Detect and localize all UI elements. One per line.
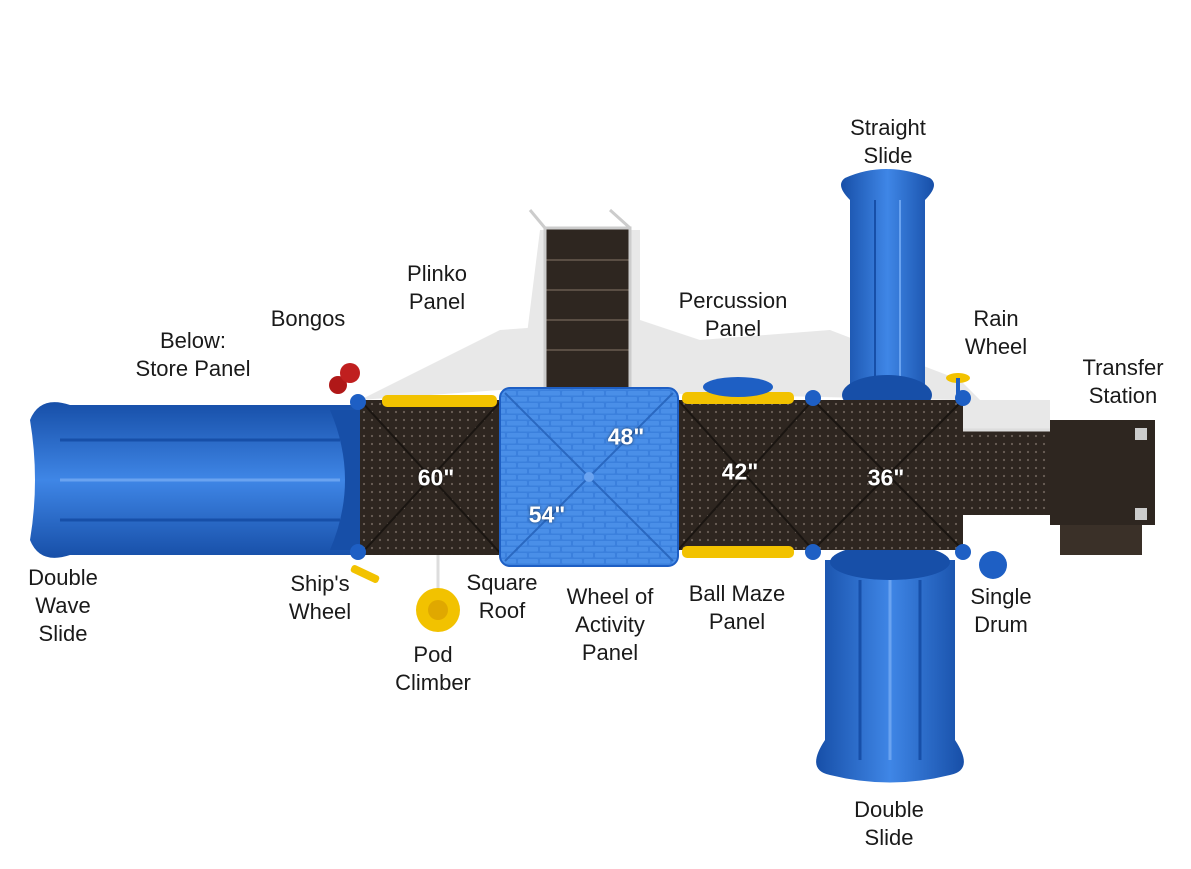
deck-height-54: 54" bbox=[528, 501, 566, 528]
label-straight-slide: Straight Slide bbox=[850, 115, 926, 168]
label-ball-maze-panel: Ball Maze Panel bbox=[688, 581, 786, 634]
bongos bbox=[329, 363, 360, 394]
rain-wheel bbox=[946, 373, 970, 398]
deck-60 bbox=[359, 399, 503, 556]
label-transfer-station: Transfer Station bbox=[1082, 355, 1164, 408]
pod-climber bbox=[416, 555, 460, 632]
double-wave-slide bbox=[30, 402, 360, 558]
label-square-roof: Square Roof bbox=[466, 570, 538, 623]
label-double-wave-slide: Double Wave Slide bbox=[28, 565, 98, 646]
label-rain-wheel: Rain Wheel bbox=[964, 306, 1028, 359]
ball-maze-panel-rail bbox=[682, 546, 794, 558]
straight-slide bbox=[841, 169, 934, 415]
deck-42 bbox=[677, 399, 814, 551]
label-bongos: Bongos bbox=[270, 306, 346, 331]
deck-height-60: 60" bbox=[417, 464, 455, 491]
single-drum bbox=[979, 551, 1007, 579]
posts bbox=[350, 390, 971, 560]
step-ladder bbox=[528, 208, 632, 395]
deck-height-42: 42" bbox=[721, 458, 759, 485]
label-pod-climber: Pod Climber bbox=[395, 642, 471, 695]
label-plinko-panel: Plinko Panel bbox=[407, 261, 467, 314]
label-below-store-panel: Below: Store Panel bbox=[135, 328, 251, 381]
label-percussion-panel: Percussion Panel bbox=[678, 288, 788, 341]
ships-wheel bbox=[350, 565, 380, 583]
label-wheel-of-activity-panel: Wheel of Activity Panel bbox=[566, 584, 654, 665]
deck-36 bbox=[812, 399, 964, 551]
percussion-panel-rail bbox=[682, 377, 794, 404]
square-roof bbox=[499, 387, 679, 567]
plinko-panel bbox=[382, 395, 497, 407]
label-ships-wheel: Ship's Wheel bbox=[288, 571, 352, 624]
label-double-slide: Double Slide bbox=[854, 797, 924, 850]
deck-height-48: 48" bbox=[607, 423, 645, 450]
deck-height-36: 36" bbox=[867, 464, 905, 491]
label-single-drum: Single Drum bbox=[970, 584, 1032, 637]
transfer-station bbox=[960, 420, 1155, 555]
double-slide bbox=[816, 544, 964, 783]
